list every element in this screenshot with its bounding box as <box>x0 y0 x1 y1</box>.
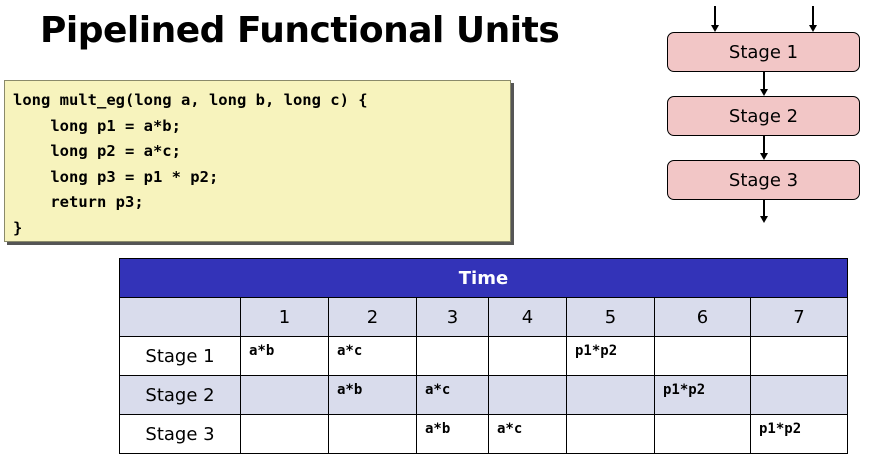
table-cell <box>750 375 848 415</box>
time-column-header: 5 <box>566 297 655 337</box>
code-line: long mult_eg(long a, long b, long c) { <box>13 91 368 109</box>
time-column-header: 2 <box>328 297 417 337</box>
stage-arrow <box>760 136 767 160</box>
input-arrow-b <box>809 6 816 32</box>
stage-box-1: Stage 1 <box>667 32 860 72</box>
table-cell: a*b <box>328 375 417 415</box>
table-cell <box>654 336 751 376</box>
table-cell <box>654 414 751 454</box>
code-line: long p3 = p1 * p2; <box>13 167 219 186</box>
table-cell: a*c <box>328 336 417 376</box>
table-cell <box>488 375 567 415</box>
table-cell <box>416 336 489 376</box>
table-cell <box>240 414 329 454</box>
table-cell <box>566 414 655 454</box>
table-cell: a*c <box>416 375 489 415</box>
row-label: Stage 2 <box>119 375 241 415</box>
table-cell: a*b <box>416 414 489 454</box>
time-column-header: 4 <box>488 297 567 337</box>
table-row: Stage 1 a*b a*c p1*p2 <box>119 336 848 376</box>
table-cell: a*c <box>488 414 567 454</box>
pipeline-diagram: Stage 1 Stage 2 Stage 3 <box>640 0 873 240</box>
code-line: return p3; <box>13 193 144 212</box>
slide-title: Pipelined Functional Units <box>40 10 560 51</box>
pipeline-time-table: Time 1 2 3 4 5 6 7 Stage 1 a*b a*c p1*p2… <box>119 258 848 454</box>
corner-cell <box>119 297 241 337</box>
input-arrow-a <box>711 6 718 32</box>
time-column-header: 3 <box>416 297 489 337</box>
time-column-header: 7 <box>750 297 848 337</box>
code-line: } <box>13 218 23 237</box>
code-line: long p1 = a*b; <box>13 116 181 135</box>
time-header: Time <box>119 258 848 298</box>
table-cell <box>566 375 655 415</box>
code-block: long mult_eg(long a, long b, long c) { l… <box>4 80 511 242</box>
table-cell <box>240 375 329 415</box>
stage-box-2: Stage 2 <box>667 96 860 136</box>
table-cell <box>488 336 567 376</box>
stage-box-3: Stage 3 <box>667 160 860 200</box>
time-column-header: 6 <box>654 297 751 337</box>
table-cell <box>750 336 848 376</box>
row-label: Stage 1 <box>119 336 241 376</box>
table-cell: p1*p2 <box>654 375 751 415</box>
output-arrow <box>760 200 767 223</box>
stage-arrow <box>760 72 767 96</box>
table-row: Stage 2 a*b a*c p1*p2 <box>119 375 848 415</box>
code-line: long p2 = a*c; <box>13 142 181 161</box>
table-cell: p1*p2 <box>750 414 848 454</box>
table-cell: p1*p2 <box>566 336 655 376</box>
table-row: Stage 3 a*b a*c p1*p2 <box>119 414 848 454</box>
row-label: Stage 3 <box>119 414 241 454</box>
table-cell <box>328 414 417 454</box>
time-column-header: 1 <box>240 297 329 337</box>
table-cell: a*b <box>240 336 329 376</box>
